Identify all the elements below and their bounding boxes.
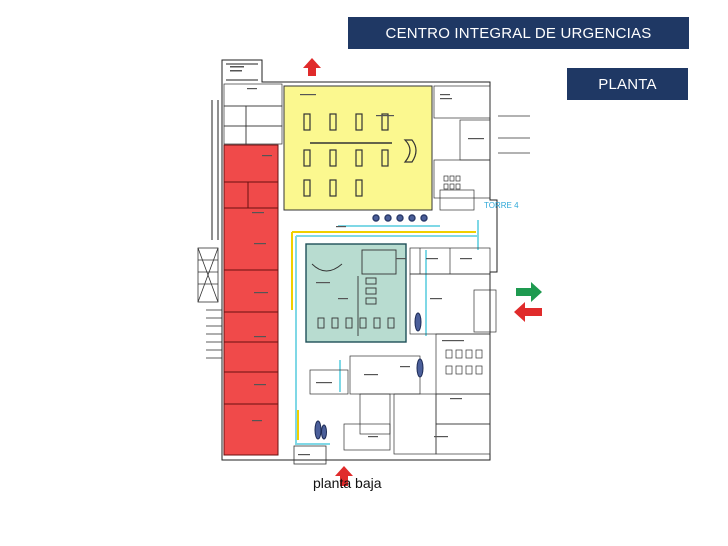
- title-banner: CENTRO INTEGRAL DE URGENCIAS: [348, 17, 689, 49]
- tower-label: TORRE 4: [484, 201, 519, 210]
- stairs-left: [197, 247, 222, 359]
- waiting-chairs: [443, 175, 461, 190]
- arrow-left-icon: [514, 302, 542, 322]
- arrow-up-icon: [335, 466, 353, 486]
- corridor-yellow: [291, 231, 476, 440]
- rooms-center-right: [309, 247, 497, 455]
- rooms-top-right: [433, 85, 530, 211]
- entrance-bottom: [293, 445, 327, 465]
- red-zone: [223, 144, 279, 456]
- corridors: [295, 220, 479, 445]
- stretcher-bays: [445, 349, 483, 375]
- red-zone-area: [223, 144, 279, 456]
- teal-zone: [305, 243, 407, 343]
- teal-zone-area: [305, 243, 407, 343]
- building-outline: [211, 59, 498, 461]
- patient-transport-symbols: [314, 312, 424, 440]
- page-title: CENTRO INTEGRAL DE URGENCIAS: [385, 24, 652, 42]
- floor-label: planta baja: [313, 475, 382, 491]
- subtitle-banner: PLANTA: [567, 68, 688, 100]
- page-subtitle: PLANTA: [598, 75, 657, 93]
- arrow-right-icon: [516, 282, 542, 302]
- arrow-up-icon: [303, 58, 321, 76]
- yellow-zone: [283, 85, 433, 222]
- room-annotations: [230, 66, 484, 456]
- service-rooms-left: [223, 83, 283, 145]
- yellow-zone-area: [283, 85, 433, 211]
